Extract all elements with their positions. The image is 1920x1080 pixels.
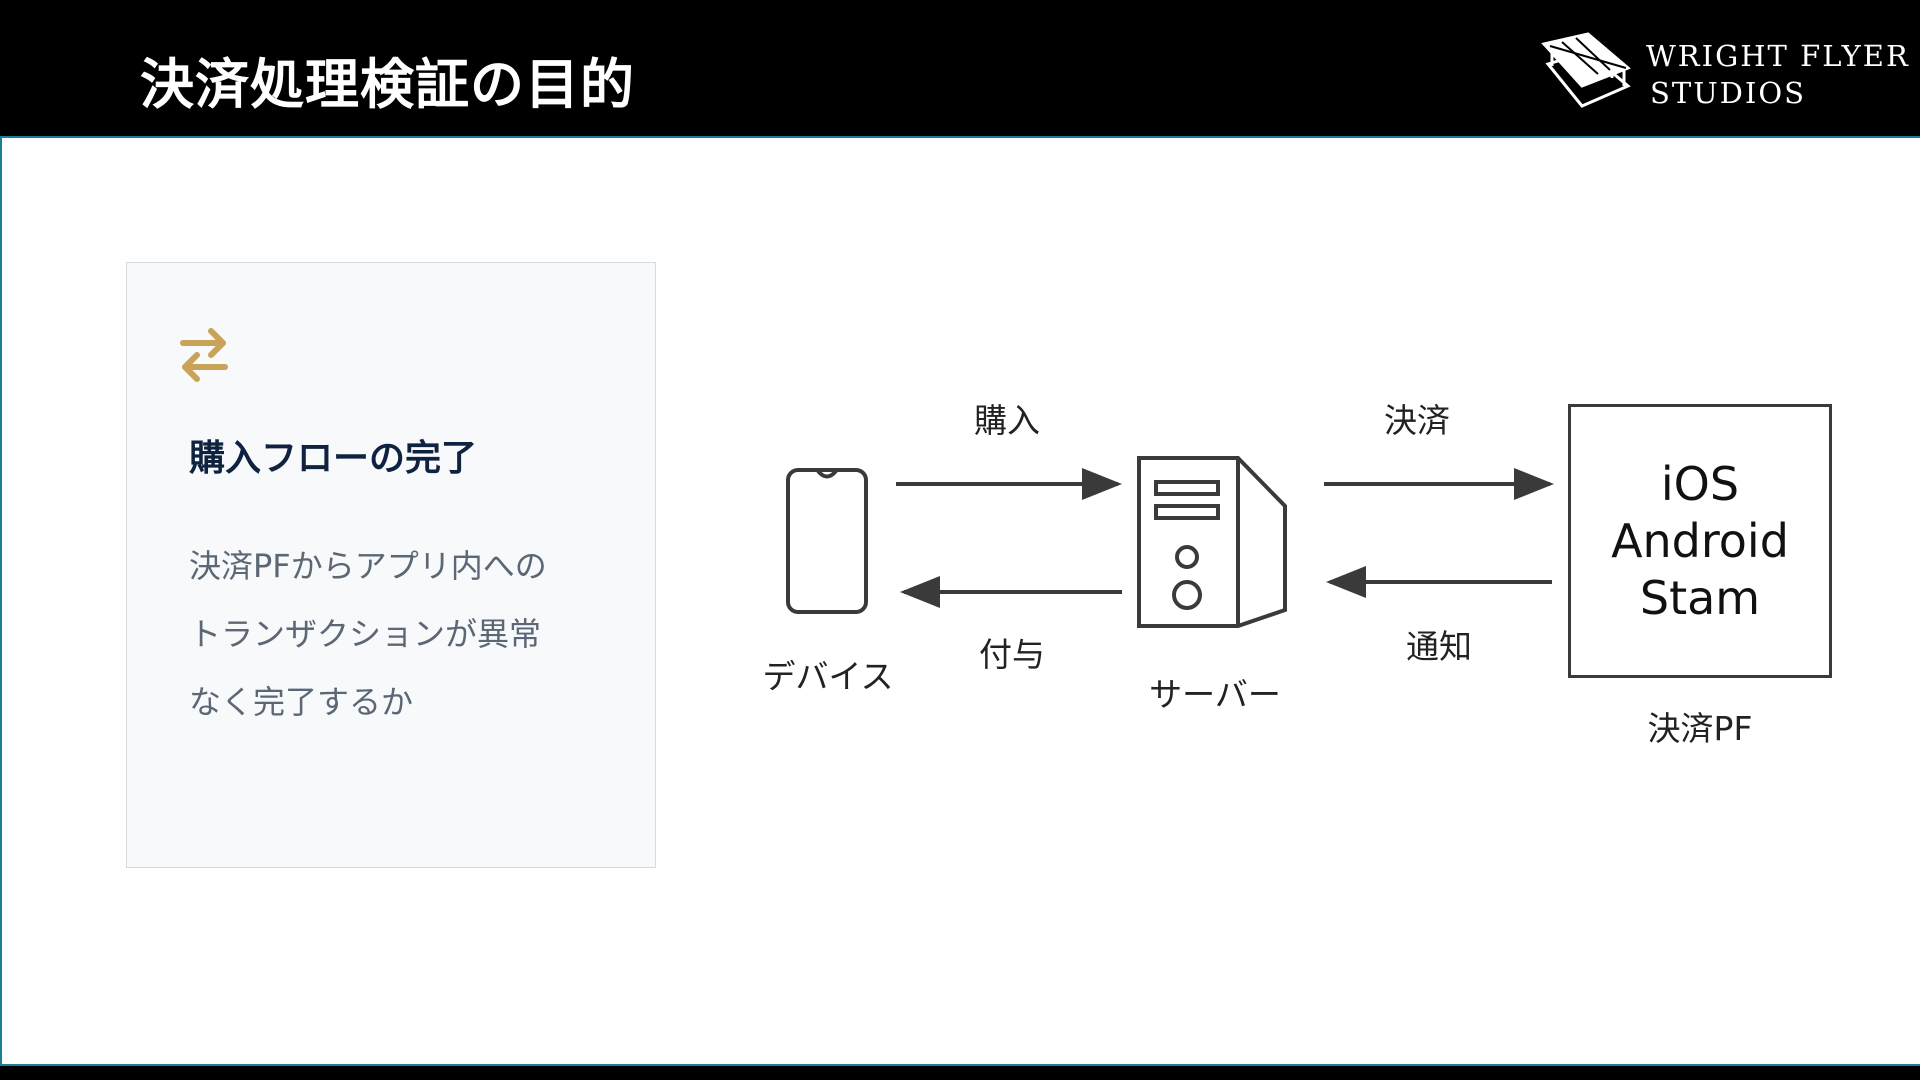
- left-edge-line: [0, 138, 2, 1066]
- objective-card: 購入フローの完了 決済PFからアプリ内への トランザクションが異常 なく完了する…: [126, 262, 656, 868]
- pf-line-android: Android: [1611, 513, 1789, 568]
- footer-accent-line: [0, 1064, 1920, 1066]
- card-description-line-2: トランザクションが異常: [189, 615, 542, 653]
- server-label: サーバー: [1149, 675, 1281, 714]
- payment-platform-box: iOS Android Stam: [1568, 404, 1832, 678]
- arrow-label-notify: 通知: [1406, 627, 1472, 666]
- header-bar: 決済処理検証の目的 WRIGHT FLYER STUDIOS: [0, 0, 1920, 136]
- logo-line-1: WRIGHT FLYER: [1646, 39, 1910, 73]
- smartphone-icon: [786, 468, 868, 614]
- payment-platform-label: 決済PF: [1647, 709, 1753, 748]
- header-accent-line: [0, 136, 1920, 138]
- card-description-line-3: なく完了するか: [189, 683, 414, 721]
- card-description-line-1: 決済PFからアプリ内への: [189, 547, 547, 585]
- server-icon: [1137, 456, 1287, 628]
- wright-flyer-icon: [1541, 32, 1631, 108]
- arrow-label-grant: 付与: [979, 635, 1045, 674]
- pf-line-stam: Stam: [1639, 570, 1761, 625]
- pf-line-ios: iOS: [1660, 456, 1740, 511]
- arrow-label-purchase: 購入: [974, 401, 1040, 440]
- swap-arrows-icon: [180, 328, 228, 382]
- page-title: 決済処理検証の目的: [140, 53, 635, 116]
- arrow-label-payment: 決済: [1384, 401, 1450, 440]
- logo-line-2: STUDIOS: [1650, 76, 1806, 110]
- device-label: デバイス: [762, 657, 894, 696]
- card-title: 購入フローの完了: [189, 438, 478, 479]
- company-logo: WRIGHT FLYER STUDIOS: [1538, 28, 1908, 112]
- footer-bar: [0, 1066, 1920, 1080]
